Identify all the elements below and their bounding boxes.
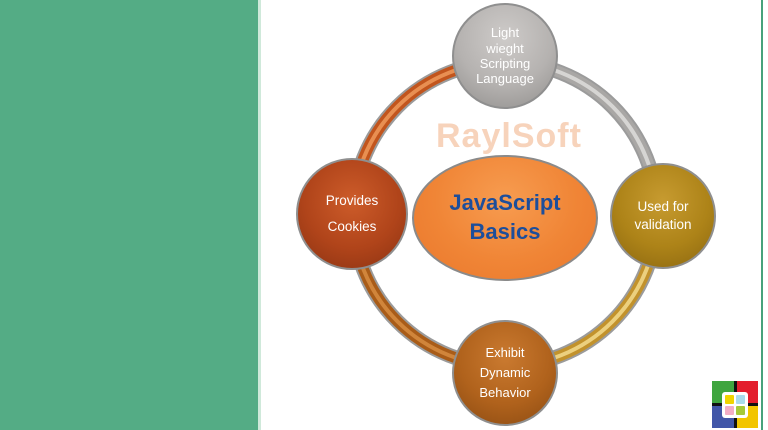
node-exhibit-dynamic-behavior: Exhibit Dynamic Behavior: [452, 320, 558, 426]
logo-tile-yellow: [725, 394, 734, 404]
node-dynamic-behavior-label: Exhibit Dynamic Behavior: [479, 344, 531, 401]
center-node-label: JavaScript Basics: [449, 190, 561, 244]
logo-tile-cyan: [736, 394, 745, 404]
center-node-javascript-basics: JavaScript Basics: [412, 155, 598, 281]
right-border-line: [761, 0, 763, 430]
panel-edge-line: [258, 0, 261, 430]
watermark-text: RaylSoft: [436, 117, 582, 155]
node-validation-label: Used for validation: [634, 198, 692, 232]
logo: [712, 381, 758, 428]
node-used-for-validation: Used for validation: [610, 163, 716, 269]
left-green-panel: [0, 0, 258, 430]
node-cookies-label: Provides Cookies: [325, 193, 379, 234]
node-provides-cookies: Provides Cookies: [296, 158, 408, 270]
logo-tile-pink: [725, 405, 734, 415]
node-lightweight-scripting-language: Light wieght Scripting Language: [452, 3, 558, 109]
node-lightweight-label: Light wieght Scripting Language: [476, 25, 534, 87]
logo-inner-square: [722, 391, 748, 418]
logo-tile-green: [736, 405, 745, 415]
